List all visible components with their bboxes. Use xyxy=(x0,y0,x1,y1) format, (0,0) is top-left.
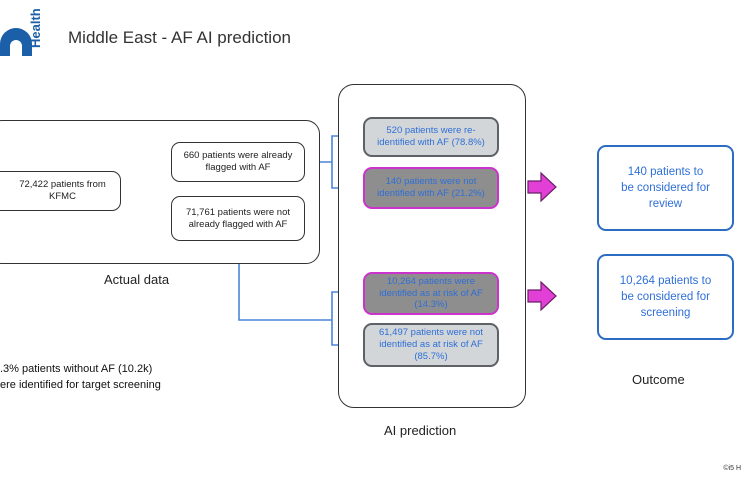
source-box: 72,422 patients from KFMC xyxy=(0,171,121,211)
screening-outcome-text: 10,264 patients to be considered for scr… xyxy=(619,274,712,320)
not-at-risk-box: 61,497 patients were not identified as a… xyxy=(363,323,499,367)
reidentified-text: 520 patients were re-identified with AF … xyxy=(377,125,485,148)
arrow-screening-icon xyxy=(527,280,557,312)
footnote-line-1: .3% patients without AF (10.2k) xyxy=(0,363,153,375)
review-outcome-box: 140 patients to be considered for review xyxy=(597,145,734,231)
actual-data-label: Actual data xyxy=(104,272,170,287)
screening-outcome-box: 10,264 patients to be considered for scr… xyxy=(597,254,734,340)
ai-prediction-label: AI prediction xyxy=(384,423,457,438)
footnote-line-2: ere identified for target screening xyxy=(0,378,161,391)
outcome-label: Outcome xyxy=(632,372,685,387)
not-at-risk-text: 61,497 patients were not identified as a… xyxy=(378,327,484,362)
arrow-review-icon xyxy=(527,171,557,203)
not-identified-af-text: 140 patients were not identified with AF… xyxy=(377,176,485,199)
footnote: .3% patients without AF (10.2k) ere iden… xyxy=(0,362,161,394)
not-identified-af-box: 140 patients were not identified with AF… xyxy=(363,167,499,209)
review-outcome-text: 140 patients to be considered for review xyxy=(621,165,710,211)
flagged-box: 660 patients were already flagged with A… xyxy=(171,142,305,182)
flagged-text: 660 patients were already flagged with A… xyxy=(183,150,293,173)
at-risk-box: 10,264 patients were identified as at ri… xyxy=(363,272,499,315)
at-risk-text: 10,264 patients were identified as at ri… xyxy=(379,275,483,311)
logo: Health xyxy=(0,0,60,56)
not-flagged-text: 71,761 patients were not already flagged… xyxy=(185,206,291,230)
connector-not-flagged xyxy=(238,242,332,321)
not-flagged-box: 71,761 patients were not already flagged… xyxy=(171,196,305,241)
source-text: 72,422 patients from KFMC xyxy=(19,179,106,202)
logo-mark-icon xyxy=(0,28,32,56)
page-title: Middle East - AF AI prediction xyxy=(68,28,291,47)
copyright: ©i5 H xyxy=(723,465,741,472)
reidentified-box: 520 patients were re-identified with AF … xyxy=(363,117,499,157)
